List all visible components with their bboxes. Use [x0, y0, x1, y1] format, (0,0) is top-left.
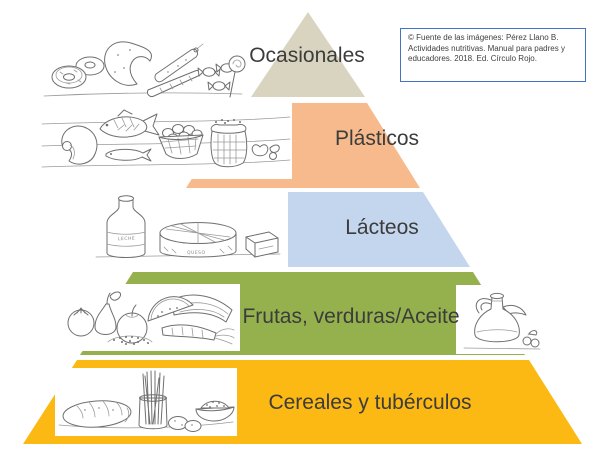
level-label-lacteos: Lácteos	[345, 216, 419, 239]
dairy-products-sketch: LECHE QUESO	[95, 195, 281, 258]
citation-line-2: Actividades nutritivas. Manual para padr…	[408, 43, 565, 53]
milk-bottle-label: LECHE	[118, 236, 135, 243]
level-label-plasticos: Plásticos	[334, 127, 420, 150]
protein-foods-sketch	[41, 109, 291, 168]
olive-oil-cruet-sketch	[463, 292, 541, 350]
fruits-vegetables-panel	[64, 284, 240, 351]
cereals-tubers-panel	[55, 368, 237, 436]
citation-line-1: © Fuente de las imágenes: Pérez Llano B.	[408, 33, 559, 42]
occasional-foods-panel	[38, 20, 248, 106]
level-label-cereales-tuberculos: Cereales y tubérculos	[268, 391, 472, 414]
citation-line-3: educadores. 2018. Ed. Círculo Rojo.	[408, 54, 537, 63]
dairy-products-panel: LECHE QUESO	[88, 190, 288, 267]
protein-foods-panel	[40, 102, 292, 179]
cheese-wheel-label: QUESO	[187, 250, 206, 256]
pyramid-level-ocasionales	[251, 12, 365, 97]
cereals-tubers-sketch	[58, 370, 235, 432]
level-label-ocasionales: Ocasionales	[249, 44, 365, 67]
sweets-pastries-sketch	[43, 41, 246, 98]
fruits-vegetables-sketch	[67, 291, 235, 345]
level-label-frutas-verduras-aceite: Frutas, verduras/Aceite	[242, 305, 460, 328]
citation-box: © Fuente de las imágenes: Pérez Llano B.…	[400, 28, 586, 82]
olive-oil-panel	[456, 285, 548, 354]
